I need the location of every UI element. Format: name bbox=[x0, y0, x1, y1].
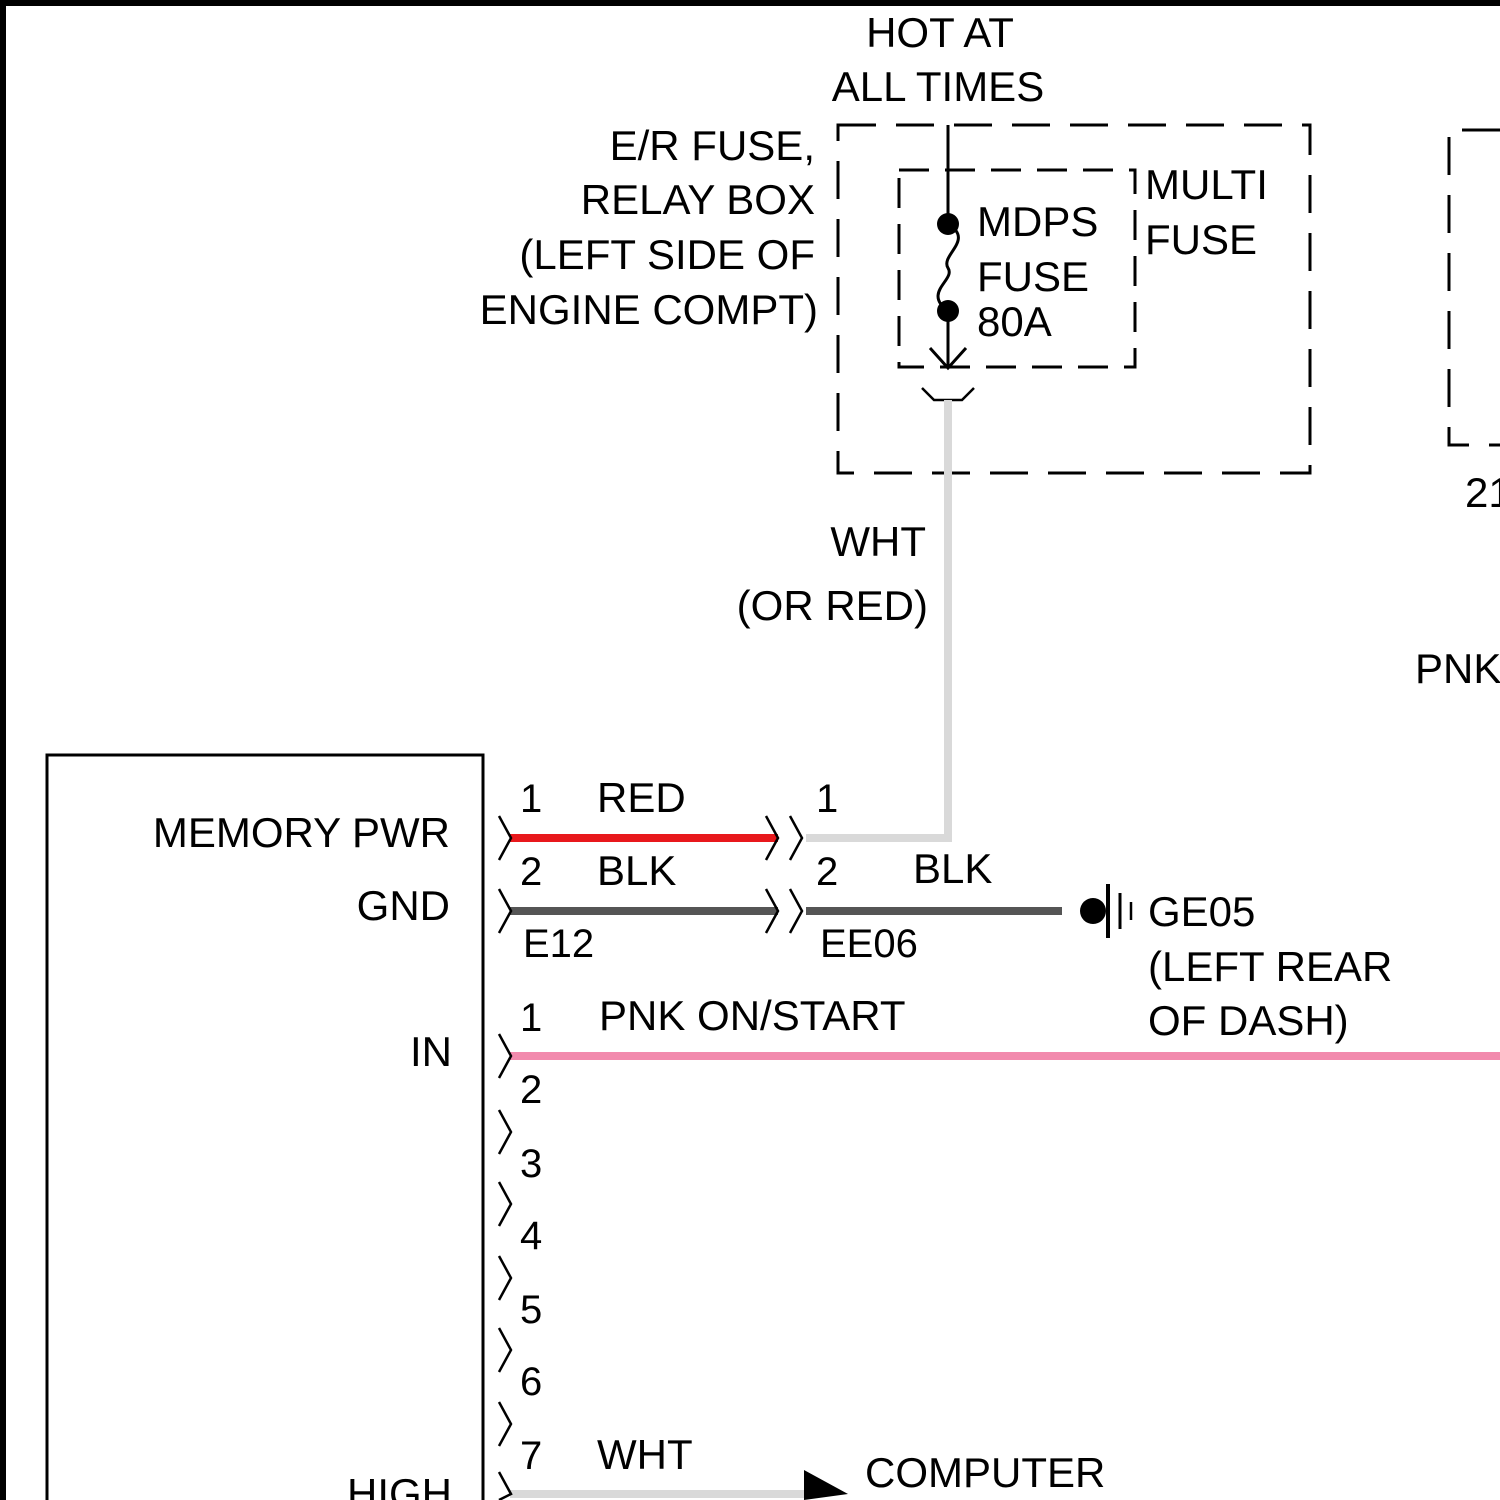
power-label-line2: ALL TIMES bbox=[832, 63, 1044, 110]
module-box bbox=[47, 755, 483, 1500]
ee06-name: EE06 bbox=[820, 922, 918, 966]
wire-pnk-label: PNK ON/START bbox=[599, 992, 906, 1039]
wire-wht-label-line1: WHT bbox=[830, 518, 926, 565]
module-label-memory-pwr: MEMORY PWR bbox=[153, 809, 450, 856]
fuse-box-label-line1: E/R FUSE, bbox=[610, 122, 815, 169]
mdps-fuse-symbol bbox=[922, 125, 974, 400]
wire-blk-right-label: BLK bbox=[913, 845, 992, 892]
ee06-pin-1: 1 bbox=[816, 777, 838, 821]
fuse-box-label-line4: ENGINE COMPT) bbox=[480, 286, 818, 333]
lower-pin-6: 6 bbox=[520, 1360, 542, 1404]
ground-symbol bbox=[1080, 884, 1131, 938]
fuse-box-label-line3: (LEFT SIDE OF bbox=[519, 231, 815, 278]
mdps-fuse-label-line2: FUSE bbox=[977, 253, 1089, 300]
lower-connector-symbols bbox=[499, 1034, 511, 1500]
computer-label: COMPUTER bbox=[865, 1449, 1105, 1496]
wire-blk-left-label: BLK bbox=[597, 847, 676, 894]
ground-label-name: GE05 bbox=[1148, 888, 1255, 935]
wire-wht-label-line2: (OR RED) bbox=[737, 582, 928, 629]
module-label-gnd: GND bbox=[357, 882, 450, 929]
connector-e12-symbols bbox=[499, 816, 511, 933]
e12-name: E12 bbox=[523, 922, 594, 966]
pnk-partial-label: PNK bbox=[1415, 645, 1500, 692]
mdps-fuse-label-line1: MDPS bbox=[977, 198, 1098, 245]
module-label-high: HIGH bbox=[347, 1470, 452, 1500]
e12-pin-1: 1 bbox=[520, 777, 542, 821]
lower-pin-3: 3 bbox=[520, 1142, 542, 1186]
lower-pin-7: 7 bbox=[520, 1434, 542, 1478]
lower-pin-2: 2 bbox=[520, 1068, 542, 1112]
wire-red-label: RED bbox=[597, 774, 686, 821]
connector-ee06-symbols bbox=[766, 816, 802, 933]
e12-pin-2: 2 bbox=[520, 850, 542, 894]
lower-pin-4: 4 bbox=[520, 1214, 542, 1258]
module-label-in: IN bbox=[410, 1028, 452, 1075]
lower-pin-1: 1 bbox=[520, 996, 542, 1040]
multi-fuse-label-line1: MULTI bbox=[1145, 161, 1268, 208]
wire-wht-bottom-label: WHT bbox=[597, 1431, 693, 1478]
computer-arrow bbox=[804, 1470, 848, 1500]
power-label-line1: HOT AT bbox=[866, 9, 1014, 56]
mdps-fuse-label-line3: 80A bbox=[977, 298, 1052, 345]
lower-pin-5: 5 bbox=[520, 1288, 542, 1332]
fuse-box-label-line2: RELAY BOX bbox=[581, 176, 815, 223]
ee06-pin-2: 2 bbox=[816, 850, 838, 894]
ground-label-line3: OF DASH) bbox=[1148, 997, 1349, 1044]
multi-fuse-label-line2: FUSE bbox=[1145, 216, 1257, 263]
right-box-partial-outline bbox=[1449, 130, 1500, 445]
ground-label-line2: (LEFT REAR bbox=[1148, 943, 1392, 990]
right-box-partial-label: 21 bbox=[1465, 469, 1500, 516]
